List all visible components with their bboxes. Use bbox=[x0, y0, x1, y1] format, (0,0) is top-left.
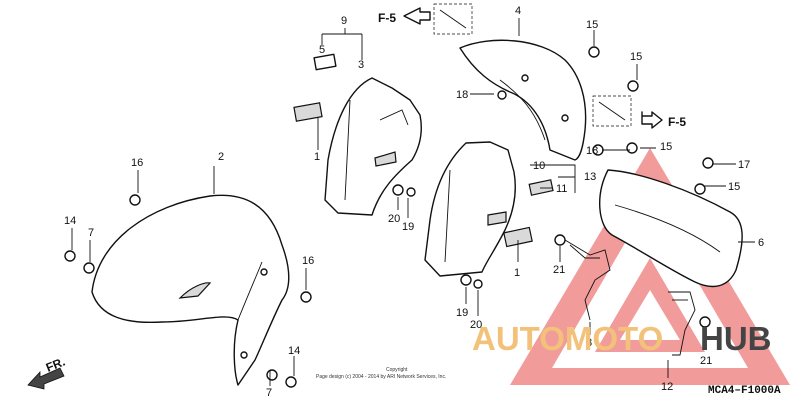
guard-6-part bbox=[599, 169, 743, 288]
callout-19-upper: 19 bbox=[402, 221, 414, 233]
diagram-code: MCA4–F1000A bbox=[708, 385, 781, 397]
front-fender-part bbox=[91, 194, 290, 386]
callout-12: 12 bbox=[661, 381, 673, 393]
callouts: 9 5 3 1 2 16 14 7 16 14 7 4 15 15 18 18 … bbox=[64, 5, 764, 399]
direction-arrow-top-left: F-5 bbox=[378, 7, 431, 25]
callout-14-upper: 14 bbox=[64, 215, 76, 227]
direction-label-f5-top: F-5 bbox=[378, 11, 396, 25]
callout-5: 5 bbox=[319, 44, 325, 56]
callout-15-a: 15 bbox=[586, 19, 598, 31]
callout-1-lower: 1 bbox=[514, 267, 520, 279]
callout-3: 3 bbox=[358, 59, 364, 71]
callout-20-upper: 20 bbox=[388, 213, 400, 225]
inner-panel-10-part bbox=[424, 141, 516, 277]
callout-15-d: 15 bbox=[728, 181, 740, 193]
callout-4: 4 bbox=[515, 5, 521, 17]
callout-15-b: 15 bbox=[630, 51, 642, 63]
front-direction-label: FR. bbox=[44, 355, 67, 375]
callout-9: 9 bbox=[341, 15, 347, 27]
watermark-text-automoto: AUTOMOTO bbox=[472, 320, 663, 357]
copyright-line-1: Copyright bbox=[386, 367, 408, 373]
callout-21-right: 21 bbox=[700, 355, 712, 367]
inner-fender-4-part bbox=[459, 39, 587, 161]
callout-18-left: 18 bbox=[456, 89, 468, 101]
bracket-8-part bbox=[564, 239, 611, 321]
callout-18-right: 18 bbox=[586, 145, 598, 157]
bracket-12-part bbox=[668, 291, 696, 356]
callout-8: 8 bbox=[586, 337, 592, 349]
callout-19-lower: 19 bbox=[456, 307, 468, 319]
leader-lines bbox=[71, 18, 755, 386]
inner-panel-3-part bbox=[324, 77, 422, 216]
callout-7-upper: 7 bbox=[88, 227, 94, 239]
callout-17: 17 bbox=[738, 159, 750, 171]
front-arrow: FR. bbox=[27, 355, 67, 390]
callout-1-upper: 1 bbox=[314, 151, 320, 163]
callout-13: 13 bbox=[584, 171, 596, 183]
direction-arrow-right: F-5 bbox=[641, 111, 686, 129]
callout-15-c: 15 bbox=[660, 141, 672, 153]
watermark-logo: AUTOMOTO HUB bbox=[472, 320, 772, 357]
direction-label-f5-right: F-5 bbox=[668, 115, 686, 129]
callout-6: 6 bbox=[758, 237, 764, 249]
watermark-text-hub: HUB bbox=[700, 320, 772, 357]
callout-11: 11 bbox=[556, 183, 567, 195]
fasteners bbox=[64, 3, 714, 388]
callout-7-lower: 7 bbox=[266, 387, 272, 399]
callout-21-left: 21 bbox=[553, 264, 565, 276]
callout-14-lower: 14 bbox=[288, 345, 300, 357]
callout-10: 10 bbox=[533, 160, 545, 172]
callout-2: 2 bbox=[218, 151, 224, 163]
callout-16-lower: 16 bbox=[302, 255, 314, 267]
callout-16-upper: 16 bbox=[131, 157, 143, 169]
callout-20-lower: 20 bbox=[470, 319, 482, 331]
copyright-line-2: Page design (c) 2004 - 2014 by ARI Netwo… bbox=[316, 374, 446, 380]
